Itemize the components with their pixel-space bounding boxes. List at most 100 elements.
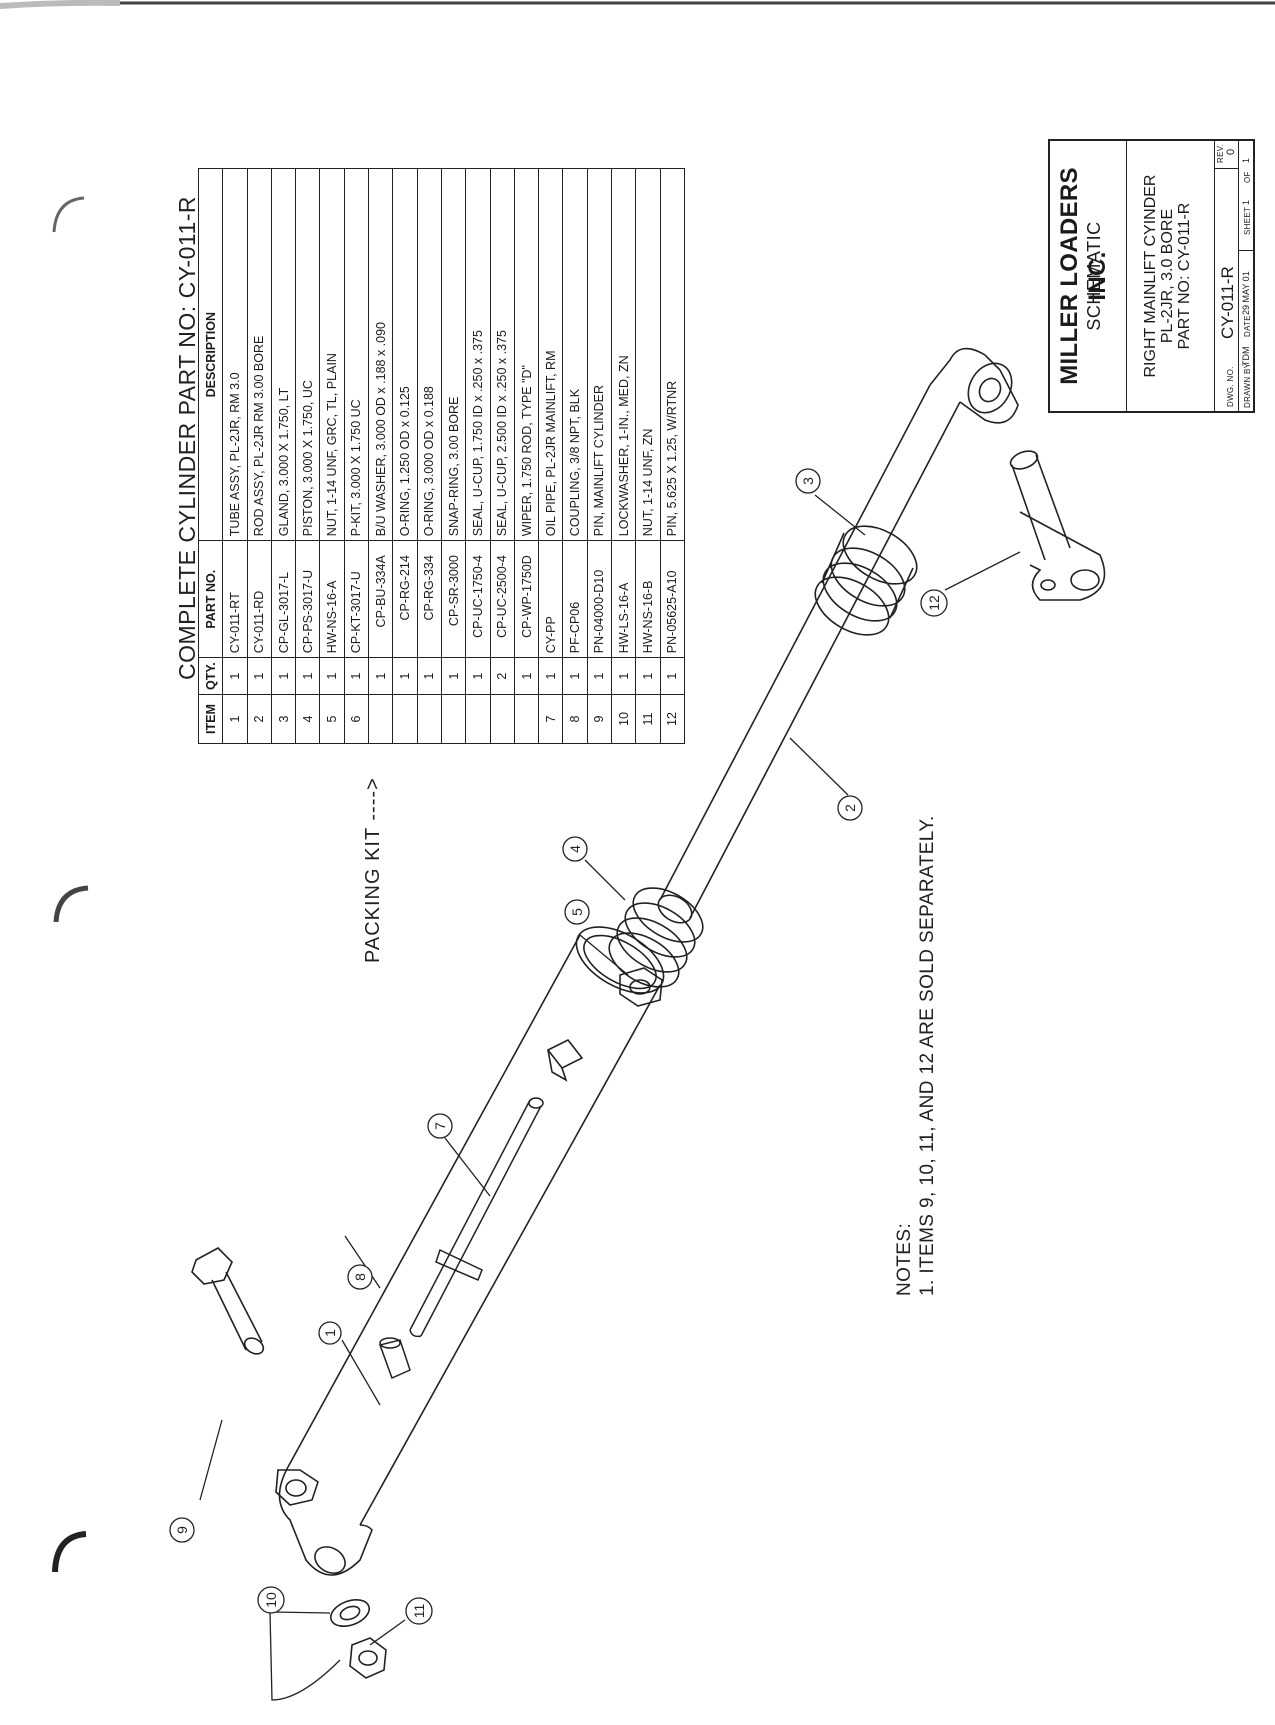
row-qty-cell: 1 (295, 657, 320, 695)
balloon-4 (562, 836, 588, 862)
balloon-label-7: 7 (432, 1122, 448, 1130)
document-type: SCHEMATIC (1084, 221, 1104, 331)
row-qty-cell: 1 (587, 657, 612, 695)
dwg-no-value: CY-011-R (1218, 266, 1237, 339)
sheet-value: 1 (1241, 199, 1251, 205)
balloon-3 (795, 468, 821, 494)
row-qty-cell: 1 (368, 657, 393, 695)
balloon-9 (169, 1517, 195, 1543)
row-part-no-cell: CP-WP-1750D (514, 540, 539, 658)
row-description-cell: PIN, MAINLIFT CYLINDER (587, 168, 612, 541)
row-part-no-cell: HW-NS-16-A (319, 540, 345, 658)
notes-block: NOTES: 1. ITEMS 9, 10, 11, AND 12 ARE SO… (893, 815, 939, 1296)
row-description-cell: TUBE ASSY, PL-2JR, RM 3.0 (222, 168, 248, 541)
rev-label: REV. (1216, 143, 1225, 163)
row-description-cell: ROD ASSY, PL-2JR RM 3.00 BORE (247, 168, 272, 541)
row-description-cell: OIL PIPE, PL-2JR MAINLIFT, RM (538, 168, 563, 541)
row-item-cell: 9 (587, 694, 612, 744)
row-part-no-cell: CP-BU-334A (368, 540, 393, 658)
row-qty-cell: 1 (271, 657, 296, 695)
header-part-no: PART NO. (198, 540, 223, 658)
sheet-label: SHEET (1243, 206, 1252, 235)
row-part-no-cell: HW-NS-16-B (635, 540, 661, 658)
row-description-cell: COUPLING, 3/8 NPT, BLK (562, 168, 588, 541)
row-description-cell: P-KIT, 3.000 X 1.750 UC (344, 168, 369, 541)
row-item-cell: 1 (222, 694, 248, 744)
row-description-cell: B/U WASHER, 3.000 OD x .188 x .090 (368, 168, 393, 541)
cylinder-tube (275, 926, 665, 1576)
row-item-cell: 11 (635, 694, 661, 744)
row-part-no-cell: CP-GL-3017-L (271, 540, 296, 658)
rev-value: 0 (1225, 148, 1237, 155)
row-part-no-cell: CP-RG-334 (417, 540, 442, 658)
row-part-no-cell: CP-KT-3017-U (344, 540, 369, 658)
hex-nut (349, 1637, 387, 1679)
balloon-label-10: 10 (263, 1592, 279, 1608)
of-label: OF (1243, 171, 1252, 183)
balloon-label-8: 8 (352, 1273, 368, 1281)
row-item-cell (465, 694, 491, 744)
row-description-cell: GLAND, 3.000 X 1.750, LT (271, 168, 296, 541)
row-part-no-cell: CP-UC-2500-4 (490, 540, 515, 658)
row-qty-cell: 2 (490, 657, 515, 695)
row-part-no-cell: PF-CP06 (562, 540, 588, 658)
row-item-cell: 7 (538, 694, 563, 744)
binder-hole-top (52, 196, 85, 233)
title-block: MILLER LOADERS INC. SCHEMATIC RIGHT MAIN… (1048, 139, 1255, 413)
row-part-no-cell: HW-LS-16-A (611, 540, 636, 658)
row-part-no-cell: PN-05625-A10 (660, 540, 685, 658)
title-desc-line-3: PART NO: CY-011-R (1176, 202, 1193, 350)
row-description-cell: SNAP-RING, 3.00 BORE (441, 168, 466, 541)
balloon-2 (837, 795, 863, 821)
piston (608, 887, 704, 988)
balloon-label-11: 11 (411, 1604, 427, 1619)
row-description-cell: O-RING, 3.000 OD x 0.188 (417, 168, 442, 541)
retainer-pin (1009, 450, 1106, 601)
balloon-7 (427, 1113, 453, 1139)
row-part-no-cell: PN-04000-D10 (587, 540, 612, 658)
packing-kit-label: PACKING KIT ----> (362, 777, 384, 963)
row-description-cell: PISTON, 3.000 X 1.750, UC (295, 168, 320, 541)
row-part-no-cell: CP-RG-214 (392, 540, 418, 658)
row-part-no-cell: CP-PS-3017-U (295, 540, 320, 658)
date-label: DATE (1243, 315, 1252, 337)
row-qty-cell: 1 (660, 657, 685, 695)
row-description-cell: LOCKWASHER, 1-IN., MED, ZN (611, 168, 636, 541)
header-description: DESCRIPTION (198, 168, 223, 541)
dwg-no-label: DWG. NO. (1226, 366, 1235, 407)
row-item-cell: 4 (295, 694, 320, 744)
row-qty-cell: 1 (611, 657, 636, 695)
row-description-cell: O-RING, 1.250 OD x 0.125 (392, 168, 418, 541)
row-qty-cell: 1 (562, 657, 588, 695)
balloon-11 (405, 1597, 433, 1625)
binder-hole-bottom (52, 1531, 87, 1573)
row-part-no-cell: CP-SR-3000 (441, 540, 466, 658)
row-description-cell: PIN, 5.625 X 1.25, W/RTNR (660, 168, 685, 541)
leader-lines (199, 494, 1021, 1701)
row-description-cell: WIPER, 1.750 ROD, TYPE "D" (514, 168, 539, 541)
oil-pipe (409, 1097, 544, 1338)
row-item-cell: 3 (271, 694, 296, 744)
row-item-cell (392, 694, 418, 744)
row-qty-cell: 1 (247, 657, 272, 695)
row-qty-cell: 1 (514, 657, 539, 695)
row-part-no-cell: CP-UC-1750-4 (465, 540, 491, 658)
row-item-cell (441, 694, 466, 744)
balloon-label-3: 3 (800, 477, 816, 485)
date-value: 29 MAY 01 (1241, 271, 1251, 315)
row-item-cell (514, 694, 539, 744)
